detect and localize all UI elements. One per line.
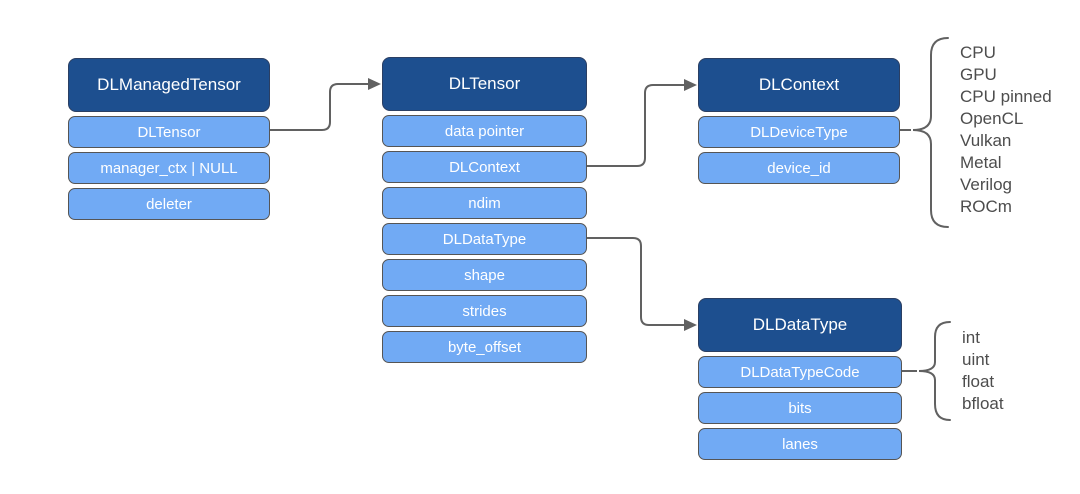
arrowhead-dltensor — [368, 78, 381, 90]
device-type-item: GPU — [960, 65, 997, 84]
field-shape: shape — [382, 259, 587, 291]
data-type-code-list: int uint float bfloat — [962, 327, 1004, 415]
device-type-item: ROCm — [960, 197, 1012, 216]
device-type-item: Vulkan — [960, 131, 1012, 150]
field-ndim: ndim — [382, 187, 587, 219]
struct-box-dldatatype: DLDataType DLDataTypeCode bits lanes — [698, 298, 902, 460]
struct-box-dlmanagedtensor: DLManagedTensor DLTensor manager_ctx | N… — [68, 58, 270, 220]
device-type-list: CPU GPU CPU pinned OpenCL Vulkan Metal V… — [960, 42, 1052, 218]
arrow-dltensor-to-dldatatype-line — [587, 237, 684, 326]
struct-title-dlmanagedtensor: DLManagedTensor — [68, 58, 270, 112]
field-dldatatypecode: DLDataTypeCode — [698, 356, 902, 388]
arrow-dltensor-to-dlcontext-line — [587, 84, 684, 167]
device-type-item: OpenCL — [960, 109, 1024, 128]
struct-title-dltensor: DLTensor — [382, 57, 587, 111]
data-type-code-item: bfloat — [962, 394, 1004, 413]
data-type-code-item: int — [962, 328, 980, 347]
device-type-item: CPU — [960, 43, 996, 62]
field-dldatatype: DLDataType — [382, 223, 587, 255]
device-type-item: Metal — [960, 153, 1002, 172]
arrowhead-dldatatype — [684, 319, 697, 331]
device-type-brace — [912, 37, 949, 228]
data-type-code-item: float — [962, 372, 995, 391]
data-type-code-item: uint — [962, 350, 990, 369]
field-byte-offset: byte_offset — [382, 331, 587, 363]
field-lanes: lanes — [698, 428, 902, 460]
arrow-dlmanagedtensor-to-dltensor-line — [270, 83, 368, 131]
field-dltensor: DLTensor — [68, 116, 270, 148]
struct-title-dldatatype: DLDataType — [698, 298, 902, 352]
field-dlcontext: DLContext — [382, 151, 587, 183]
field-data-pointer: data pointer — [382, 115, 587, 147]
field-dldevicetype: DLDeviceType — [698, 116, 900, 148]
device-type-item: CPU pinned — [960, 87, 1052, 106]
data-type-code-brace — [918, 321, 951, 421]
field-device-id: device_id — [698, 152, 900, 184]
field-deleter: deleter — [68, 188, 270, 220]
struct-box-dltensor: DLTensor data pointer DLContext ndim DLD… — [382, 57, 587, 363]
arrowhead-dlcontext — [684, 79, 697, 91]
field-manager-ctx: manager_ctx | NULL — [68, 152, 270, 184]
struct-box-dlcontext: DLContext DLDeviceType device_id — [698, 58, 900, 184]
field-bits: bits — [698, 392, 902, 424]
struct-title-dlcontext: DLContext — [698, 58, 900, 112]
field-strides: strides — [382, 295, 587, 327]
device-type-item: Verilog — [960, 175, 1012, 194]
